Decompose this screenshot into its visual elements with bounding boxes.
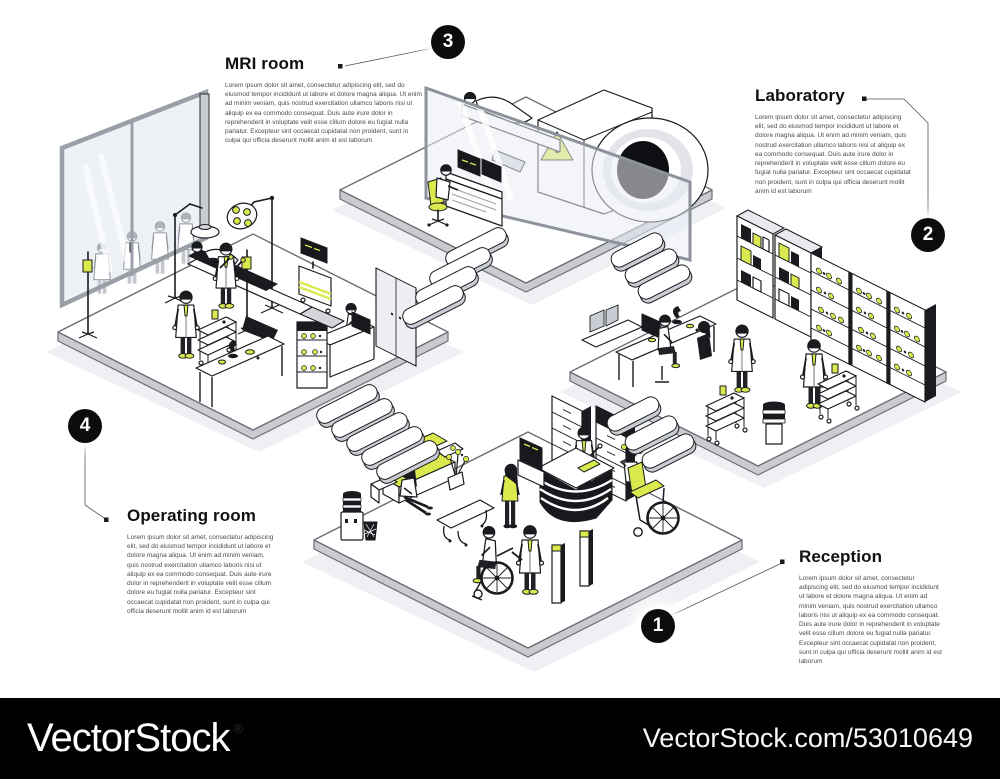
supply-shelf — [296, 321, 328, 389]
prep-table — [195, 335, 285, 407]
observation-window — [59, 88, 220, 309]
water-cooler-icon — [340, 491, 364, 541]
operating-room-title: Operating room — [127, 506, 256, 525]
wheelchair-patient-group — [471, 524, 545, 601]
equipment-arm — [164, 203, 203, 304]
callout-mri-room: MRI room Lorem ipsum dolor sit amet, con… — [225, 54, 422, 146]
operating-workstation — [315, 302, 375, 378]
waste-basket — [363, 521, 378, 541]
coffee-table — [436, 499, 495, 547]
security-gate — [551, 543, 565, 604]
marker-4-operating-room: 4 — [68, 409, 102, 443]
callout-laboratory: Laboratory Lorem ipsum dolor sit amet, c… — [755, 86, 911, 196]
callout-operating-room: Operating room Lorem ipsum dolor sit ame… — [127, 506, 275, 616]
operating-room-description: Lorem ipsum dolor sit amet, consectetur … — [127, 534, 274, 615]
lab-technician-dark — [697, 321, 712, 360]
lab-bookshelves — [735, 209, 824, 338]
registered-mark: ® — [233, 721, 244, 736]
laboratory-title: Laboratory — [755, 86, 845, 105]
watermark-url: VectorStock.com/53010649 — [642, 723, 973, 753]
ecg-monitor-cart — [298, 237, 332, 314]
leader-lines — [84, 47, 929, 617]
receptionist — [570, 425, 603, 494]
watermark-bar: VectorStock® VectorStock.com/53010649 — [0, 698, 1000, 779]
callout-dot — [862, 96, 867, 101]
marker-1-reception: 1 — [641, 609, 675, 643]
callout-dot — [104, 517, 109, 522]
callout-reception: Reception Lorem ipsum dolor sit amet, co… — [799, 547, 942, 666]
laboratory-description: Lorem ipsum dolor sit amet, consectetur … — [755, 114, 911, 195]
callout-dot — [338, 64, 343, 69]
lab-sample-shelves — [810, 252, 936, 403]
marker-3-mri-room: 3 — [431, 25, 465, 59]
surgeon — [212, 241, 246, 310]
security-gate — [579, 529, 593, 587]
iv-stand-icon — [237, 249, 257, 335]
mri-control-desk — [445, 149, 503, 227]
wheelchair-icon — [619, 458, 680, 537]
mri-room-title: MRI room — [225, 54, 305, 73]
mri-operator — [427, 164, 459, 227]
iv-stand-icon — [78, 251, 98, 339]
isometric-clinic-illustration — [46, 47, 962, 672]
watermark-brand: VectorStock® — [27, 716, 244, 760]
microscope-icon — [672, 306, 681, 318]
mri-room-description: Lorem ipsum dolor sit amet, consectetur … — [225, 82, 422, 145]
lab-trash-bin — [762, 401, 786, 445]
reception-description: Lorem ipsum dolor sit amet, consectetur … — [799, 575, 942, 665]
reception-desk — [517, 437, 615, 523]
mri-glass-screen — [424, 85, 692, 262]
operating-room-scene — [57, 88, 449, 440]
marker-2-laboratory: 2 — [911, 218, 945, 252]
reception-scene — [313, 395, 743, 658]
callout-dot — [780, 559, 785, 564]
microscope-icon — [228, 340, 237, 352]
plant-icon — [446, 445, 469, 491]
reception-title: Reception — [799, 547, 883, 566]
mri-room-scene — [339, 85, 713, 293]
